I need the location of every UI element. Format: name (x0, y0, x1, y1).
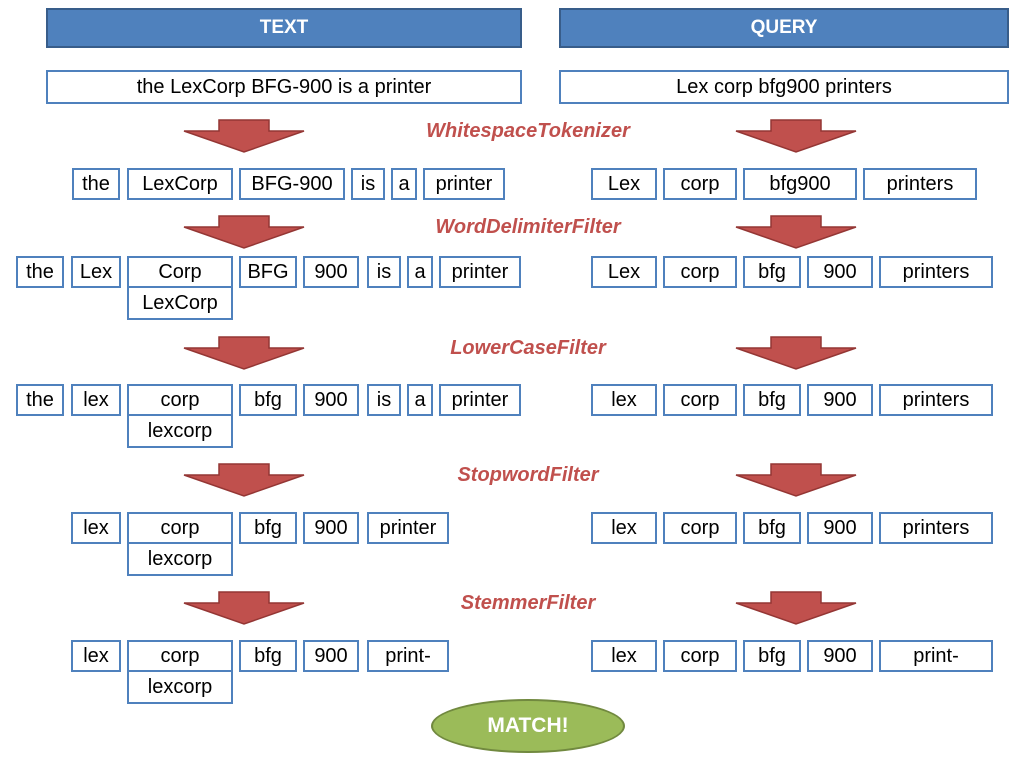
query-token: printers (863, 168, 977, 200)
text-token: bfg (239, 384, 297, 416)
down-arrow-icon (182, 215, 306, 249)
down-arrow-icon (182, 119, 306, 153)
query-token: lex (591, 512, 657, 544)
text-token: corp (127, 512, 233, 544)
query-token: printers (879, 256, 993, 288)
text-token: LexCorp (127, 168, 233, 200)
text-token: print- (367, 640, 449, 672)
text-token: 900 (303, 640, 359, 672)
query-column-header: QUERY (559, 8, 1009, 48)
text-token: 900 (303, 384, 359, 416)
text-token: corp (127, 384, 233, 416)
text-token: lex (71, 640, 121, 672)
stage-label-word-delimiter-filter: WordDelimiterFilter (435, 216, 621, 238)
down-arrow-icon (734, 215, 858, 249)
text-token: a (407, 384, 433, 416)
text-token: 900 (303, 512, 359, 544)
match-result-badge: MATCH! (431, 699, 625, 753)
query-token: print- (879, 640, 993, 672)
query-token: printers (879, 384, 993, 416)
query-token: bfg (743, 512, 801, 544)
text-input-string: the LexCorp BFG-900 is a printer (46, 70, 522, 104)
query-token: 900 (807, 256, 873, 288)
down-arrow-icon (734, 463, 858, 497)
query-token: 900 (807, 384, 873, 416)
query-token: corp (663, 512, 737, 544)
text-token: printer (423, 168, 505, 200)
text-column-header: TEXT (46, 8, 522, 48)
down-arrow-icon (734, 591, 858, 625)
text-token-synonym: lexcorp (127, 672, 233, 704)
down-arrow-icon (182, 591, 306, 625)
query-token: corp (663, 640, 737, 672)
query-token: bfg (743, 640, 801, 672)
down-arrow-icon (182, 463, 306, 497)
query-token: lex (591, 640, 657, 672)
stage-label-stopword-filter: StopwordFilter (457, 464, 599, 486)
text-token: the (72, 168, 120, 200)
query-token: corp (663, 384, 737, 416)
text-token-synonym: lexcorp (127, 416, 233, 448)
text-token: BFG (239, 256, 297, 288)
text-token: the (16, 384, 64, 416)
query-token: bfg (743, 384, 801, 416)
text-token: printer (367, 512, 449, 544)
text-token: bfg (239, 512, 297, 544)
down-arrow-icon (182, 336, 306, 370)
text-token: Lex (71, 256, 121, 288)
query-token: Lex (591, 256, 657, 288)
text-token-synonym: lexcorp (127, 544, 233, 576)
text-token: lex (71, 512, 121, 544)
text-token: a (391, 168, 417, 200)
text-token: 900 (303, 256, 359, 288)
text-token: Corp (127, 256, 233, 288)
stage-label-whitespace-tokenizer: WhitespaceTokenizer (426, 120, 630, 142)
text-token: printer (439, 256, 521, 288)
text-token: the (16, 256, 64, 288)
text-token: is (351, 168, 385, 200)
down-arrow-icon (734, 336, 858, 370)
query-token: printers (879, 512, 993, 544)
query-token: lex (591, 384, 657, 416)
down-arrow-icon (734, 119, 858, 153)
query-token: bfg900 (743, 168, 857, 200)
query-token: Lex (591, 168, 657, 200)
query-input-string: Lex corp bfg900 printers (559, 70, 1009, 104)
query-token: 900 (807, 640, 873, 672)
text-token: bfg (239, 640, 297, 672)
text-token: is (367, 384, 401, 416)
query-token: 900 (807, 512, 873, 544)
stage-label-stemmer-filter: StemmerFilter (460, 592, 596, 614)
text-token: BFG-900 (239, 168, 345, 200)
query-token: corp (663, 168, 737, 200)
text-token: a (407, 256, 433, 288)
text-token-synonym: LexCorp (127, 288, 233, 320)
query-token: bfg (743, 256, 801, 288)
text-token: is (367, 256, 401, 288)
text-token: lex (71, 384, 121, 416)
text-token: printer (439, 384, 521, 416)
query-token: corp (663, 256, 737, 288)
stage-label-lowercase-filter: LowerCaseFilter (450, 337, 606, 359)
text-token: corp (127, 640, 233, 672)
